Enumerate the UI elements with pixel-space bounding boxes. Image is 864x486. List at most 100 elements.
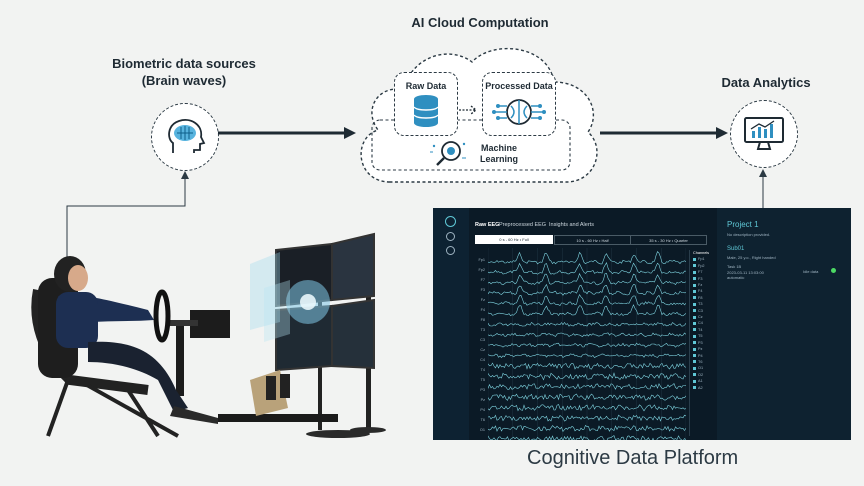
sources-title-line1: Biometric data sources <box>112 56 256 71</box>
channel-checkbox[interactable] <box>693 328 696 332</box>
row-label: F4 <box>480 308 485 312</box>
database-icon <box>413 95 439 127</box>
task-name: Task 1B <box>727 264 742 269</box>
channel-item[interactable]: C3 <box>693 308 714 314</box>
monitor-stand <box>275 232 386 438</box>
arrow-sources-to-cloud <box>218 127 356 139</box>
channel-item[interactable]: Fp1 <box>693 256 714 262</box>
brain-source-node <box>151 103 219 171</box>
view-half-button[interactable]: 10 s - 60 Hz • Half <box>554 235 631 245</box>
channel-checkbox[interactable] <box>693 334 696 338</box>
channel-item[interactable]: T5 <box>693 333 714 339</box>
tab-raw-eeg[interactable]: Raw EEG <box>475 222 500 228</box>
cognitive-platform-window: Raw EEG Preprocessed EEG Insights and Al… <box>433 208 851 440</box>
channel-checkbox[interactable] <box>693 360 696 364</box>
channel-item[interactable]: T4 <box>693 327 714 333</box>
channel-checkbox[interactable] <box>693 264 696 268</box>
channel-item[interactable]: Pz <box>693 346 714 352</box>
analytics-node <box>730 100 798 168</box>
channel-item[interactable]: Cz <box>693 314 714 320</box>
channel-checkbox[interactable] <box>693 302 696 306</box>
channel-checkbox[interactable] <box>693 283 696 287</box>
channel-item[interactable]: T3 <box>693 301 714 307</box>
channel-checkbox[interactable] <box>693 296 696 300</box>
eeg-signal-plot <box>488 248 686 440</box>
history-icon[interactable] <box>446 246 455 255</box>
channel-checkbox[interactable] <box>693 257 696 261</box>
channel-item[interactable]: F8 <box>693 295 714 301</box>
eeg-trace <box>488 362 686 370</box>
channel-checkbox[interactable] <box>693 341 696 345</box>
magnifier-icon <box>430 141 466 166</box>
driving-simulator-photo <box>31 232 386 438</box>
channel-checkbox[interactable] <box>693 354 696 357</box>
brain-head-icon <box>168 119 206 153</box>
channel-checkbox[interactable] <box>693 289 696 293</box>
logo-icon[interactable] <box>445 216 456 227</box>
channel-item[interactable]: P4 <box>693 353 714 359</box>
channel-item[interactable]: F3 <box>693 276 714 282</box>
status-text: Idle data <box>803 269 819 274</box>
analytics-title: Data Analytics <box>721 75 811 90</box>
channel-item[interactable]: O2 <box>693 372 714 378</box>
task-mode: automatic <box>727 275 745 280</box>
channel-item[interactable]: T6 <box>693 359 714 365</box>
project-description: No description provided. <box>727 232 771 237</box>
raw-data-label: Raw Data <box>405 81 447 91</box>
channel-checkbox[interactable] <box>693 379 696 383</box>
row-label: T4 <box>480 368 485 372</box>
channel-checkbox[interactable] <box>693 321 696 325</box>
row-label: Fp1 <box>478 258 485 262</box>
platform-nav-rail <box>433 208 469 440</box>
channel-checkbox[interactable] <box>693 277 696 281</box>
user-icon[interactable] <box>446 232 455 241</box>
task-date: 2023-03-11 13:03:00 <box>727 269 764 275</box>
task-info: Task 1B 2023-03-11 13:03:00 automatic <box>727 264 764 281</box>
channel-item[interactable]: A1 <box>693 378 714 384</box>
connector-driver-to-sources <box>66 171 189 262</box>
channel-checkbox[interactable] <box>693 386 696 390</box>
eeg-trace <box>488 261 686 275</box>
tab-preprocessed-eeg[interactable]: Preprocessed EEG <box>499 222 547 228</box>
view-full-button[interactable]: 0 s - 60 Hz • Full <box>475 235 553 244</box>
row-label: T3 <box>480 328 485 332</box>
channel-item[interactable]: A2 <box>693 385 714 391</box>
view-quarter-button[interactable]: 35 s - 30 Hz • Quarter <box>630 235 707 245</box>
channel-checkbox[interactable] <box>693 315 696 319</box>
eeg-trace <box>488 342 686 348</box>
eeg-trace <box>488 372 686 381</box>
channel-checkbox[interactable] <box>693 309 696 313</box>
channel-checkbox[interactable] <box>693 347 696 351</box>
platform-caption: Cognitive Data Platform <box>527 447 739 469</box>
eeg-trace <box>488 251 686 265</box>
ml-label-line1: Machine <box>480 143 517 153</box>
eeg-trace <box>488 403 686 412</box>
processed-data-label: Processed Data <box>485 81 553 91</box>
row-label: F8 <box>480 318 485 322</box>
channel-checkbox[interactable] <box>693 373 696 377</box>
channel-item[interactable]: Fz <box>693 282 714 288</box>
row-labels: Fp1 Fp2 F7 F3 Fz F4 F8 T3 C3 Cz C4 T4 T5… <box>471 258 485 438</box>
channel-checkbox[interactable] <box>693 366 696 370</box>
channel-item[interactable]: Fp2 <box>693 263 714 269</box>
channel-item[interactable]: F7 <box>693 269 714 275</box>
channel-checkbox[interactable] <box>693 270 696 274</box>
ml-label: Machine Learning <box>470 143 528 165</box>
channel-item[interactable]: F4 <box>693 288 714 294</box>
neural-brain-icon <box>492 99 546 125</box>
channel-item[interactable]: O1 <box>693 365 714 371</box>
row-label: T6 <box>480 418 485 422</box>
channel-item[interactable]: P3 <box>693 340 714 346</box>
tab-insights-alerts[interactable]: Insights and Alerts <box>549 222 594 228</box>
subject-title[interactable]: Sub01 <box>727 246 745 252</box>
row-label: T5 <box>480 378 485 382</box>
eeg-trace <box>488 424 686 432</box>
sources-title: Biometric data sources (Brain waves) <box>96 55 272 89</box>
channel-item[interactable]: C4 <box>693 320 714 326</box>
eeg-trace <box>488 321 686 327</box>
raw-data-box: Raw Data <box>394 72 458 136</box>
eeg-trace <box>488 435 686 440</box>
channels-title: Channels <box>693 251 710 255</box>
